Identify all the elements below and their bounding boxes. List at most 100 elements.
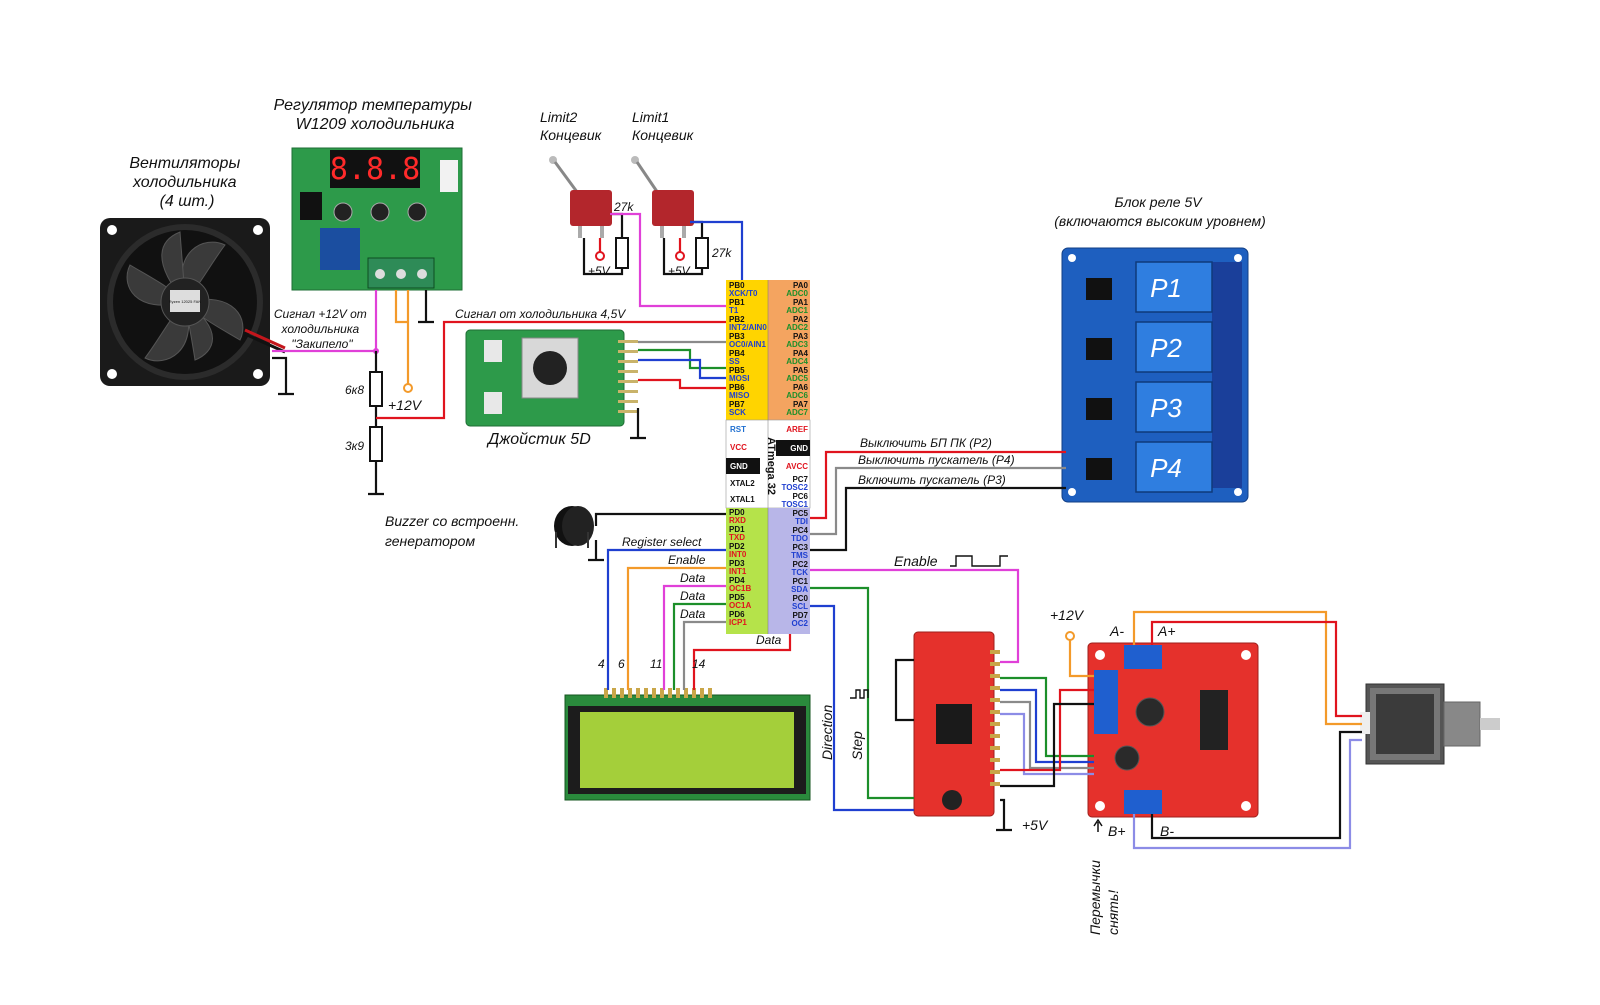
fan-label-line3: (4 шт.)	[160, 193, 215, 210]
mcu-pin-function: T1	[729, 306, 739, 315]
register-select-label: Register select	[622, 535, 702, 549]
mcu-pin-function: OC0/AIN1	[729, 340, 766, 349]
stepper-motor	[1360, 683, 1500, 765]
mcu-pin-port: PD7	[792, 611, 808, 620]
mcu-pin-port: PD2	[729, 542, 745, 551]
relay-p2-action-label: Выключить БП ПК (P2)	[860, 436, 992, 450]
phase-b-minus-label: B-	[1160, 823, 1174, 839]
svg-text:8.8.8: 8.8.8	[330, 152, 420, 187]
limit1-label-line2: Концевик	[632, 127, 695, 143]
signal-12v-line3: "Закипело"	[291, 337, 353, 351]
mcu-pinmap: ATmega 32	[725, 280, 811, 634]
mcu-pin-function: ADC2	[786, 323, 808, 332]
wires	[272, 212, 1362, 850]
mcu-pin-port: PA7	[793, 400, 809, 409]
mcu-pin-power: RST	[730, 425, 746, 434]
fan: Ryzen 12025 FAN	[100, 218, 286, 386]
mcu-pin-port: PD0	[729, 508, 745, 517]
mcu-pin-port: PC5	[792, 509, 808, 518]
mcu-pin-port: PC1	[792, 577, 808, 586]
mcu-pin-port: PA5	[793, 366, 809, 375]
buzzer-label: Buzzer со встроенн. генератором	[385, 513, 523, 549]
mcu-pin-port: PA6	[793, 383, 809, 392]
mcu-pin-port: PC6	[792, 492, 808, 501]
relay-p4-label: P4	[1150, 453, 1182, 483]
voltage-12v-left-label: +12V	[388, 397, 423, 413]
mcu-pin-function: TMS	[791, 551, 809, 560]
mcu-pin-port: PA4	[793, 349, 809, 358]
signal-12v-line1: Сигнал +12V от	[274, 307, 367, 321]
mcu-pin-labels: PB0XCK/T0PB1T1PB2INT2/AIN0PB3OC0/AIN1PB4…	[729, 281, 809, 628]
signal-fridge-label: Сигнал от холодильника 4,5V	[455, 307, 626, 321]
mcu-pin-port: PD5	[729, 593, 745, 602]
mcu-pin-port: PB3	[729, 332, 745, 341]
limit1-label: Limit1 Концевик	[632, 109, 695, 143]
mcu-pin-function: INT2/AIN0	[729, 323, 767, 332]
lcd-module	[564, 688, 811, 801]
lcd-pin-6-label: 6	[618, 657, 625, 671]
lcd-pin-11-label: 11	[650, 657, 662, 671]
relay-block-label-line1: Блок реле 5V	[1115, 194, 1204, 210]
direction-label: Direction	[819, 705, 835, 760]
jumpers-label-line2: снять!	[1105, 890, 1121, 935]
limit2-label-line1: Limit2	[540, 109, 578, 125]
data3-label: Data	[680, 607, 706, 621]
mcu-pin-function: OC2	[792, 619, 809, 628]
limit-switch-1	[631, 156, 694, 238]
jumpers-label: Перемычки снять!	[1087, 856, 1121, 935]
buzzer-label-line2: генератором	[385, 533, 475, 549]
relay-p1-label: P1	[1150, 273, 1182, 303]
regulator-label-line2: W1209 холодильника	[296, 116, 455, 133]
phase-a-minus-label: A-	[1109, 623, 1124, 639]
mcu-pin-function: ADC4	[786, 357, 808, 366]
mcu-pin-port: PB2	[729, 315, 745, 324]
mcu-pin-function: ADC7	[786, 408, 808, 417]
mcu-pin-function: ADC6	[786, 391, 808, 400]
mcu-pin-port: PC0	[792, 594, 808, 603]
mcu-pin-port: PA2	[793, 315, 809, 324]
mcu-pin-power: XTAL1	[730, 495, 755, 504]
limit-switch-2	[549, 156, 612, 238]
limit2-label: Limit2 Концевик	[540, 109, 603, 143]
mcu-pin-port: PC4	[792, 526, 808, 535]
mcu-pin-power: XTAL2	[730, 479, 755, 488]
relay-block-label-line2: (включаются высоким уровнем)	[1054, 213, 1266, 229]
mcu-pin-port: PC7	[792, 475, 808, 484]
mcu-pin-function: SDA	[791, 585, 808, 594]
w1209-board: 8.8.8	[291, 147, 463, 291]
fan-label-line2: холодильника	[132, 174, 237, 191]
mcu-pin-power: AVCC	[786, 462, 808, 471]
data2-label: Data	[680, 589, 706, 603]
voltage-12v-right-label: +12V	[1050, 607, 1085, 623]
signal-12v-line2: холодильника	[280, 322, 359, 336]
mcu-pin-power: GND	[730, 462, 748, 471]
mcu-pin-power: GND	[790, 444, 808, 453]
mcu-pin-port: PB4	[729, 349, 745, 358]
mcu-pin-function: RXD	[729, 516, 746, 525]
enable-driver-label: Enable	[894, 553, 938, 569]
phase-a-plus-label: A+	[1157, 623, 1176, 639]
mcu-pin-function: SCK	[729, 408, 746, 417]
mcu-pin-port: PD3	[729, 559, 745, 568]
mcu-pin-function: TXD	[729, 533, 745, 542]
chip-name: ATmega 32	[765, 437, 777, 495]
mcu-pin-function: TDI	[795, 517, 808, 526]
joystick-label: Джойстик 5D	[486, 431, 591, 448]
mcu-pin-port: PD6	[729, 610, 745, 619]
mcu-pin-port: PC3	[792, 543, 808, 552]
relay-block-label: Блок реле 5V (включаются высоким уровнем…	[1054, 194, 1266, 229]
fan-brand-label: Ryzen 12025 FAN	[169, 299, 202, 304]
l298n-board	[1087, 642, 1259, 818]
mcu-pin-port: PA1	[793, 298, 809, 307]
relay-p4-action-label: Выключить пускатель (P4)	[858, 453, 1015, 467]
mcu-pin-function: SS	[729, 357, 740, 366]
mcu-pin-power: VCC	[730, 443, 747, 452]
voltage-5v-b-label: +5V	[668, 264, 691, 278]
mcu-pin-function: ADC3	[786, 340, 808, 349]
stepper-driver-board	[913, 631, 1000, 817]
mcu-pin-function: XCK/T0	[729, 289, 758, 298]
regulator-label: Регулятор температуры W1209 холодильника	[274, 97, 477, 133]
mcu-pin-port: PB5	[729, 366, 745, 375]
mcu-pin-function: TDO	[791, 534, 808, 543]
voltage-5v-right-label: +5V	[1022, 817, 1049, 833]
